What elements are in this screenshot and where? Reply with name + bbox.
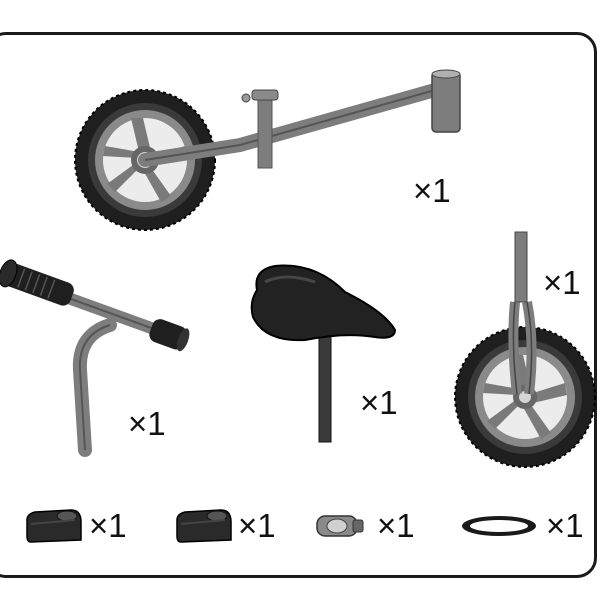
handlebar-icon	[0, 255, 195, 457]
front-wheel-fork-icon	[454, 231, 600, 472]
parts-panel-frame	[0, 32, 597, 578]
clamp-1-quantity: ×1	[89, 507, 127, 544]
clamp-icon	[175, 506, 233, 544]
frame-rear-wheel-icon	[70, 69, 470, 250]
seat-icon	[245, 262, 405, 447]
clamp-2-quantity: ×1	[238, 507, 276, 544]
frame-quantity: ×1	[413, 172, 451, 209]
washer-quantity: ×1	[546, 507, 584, 544]
seat-quantity: ×1	[360, 384, 398, 421]
handlebar-quantity: ×1	[128, 405, 166, 442]
front-wheel-quantity: ×1	[543, 264, 581, 301]
washer-icon	[460, 514, 538, 538]
collar-quantity: ×1	[377, 507, 415, 544]
collar-icon	[313, 510, 365, 540]
clamp-icon	[25, 506, 83, 544]
